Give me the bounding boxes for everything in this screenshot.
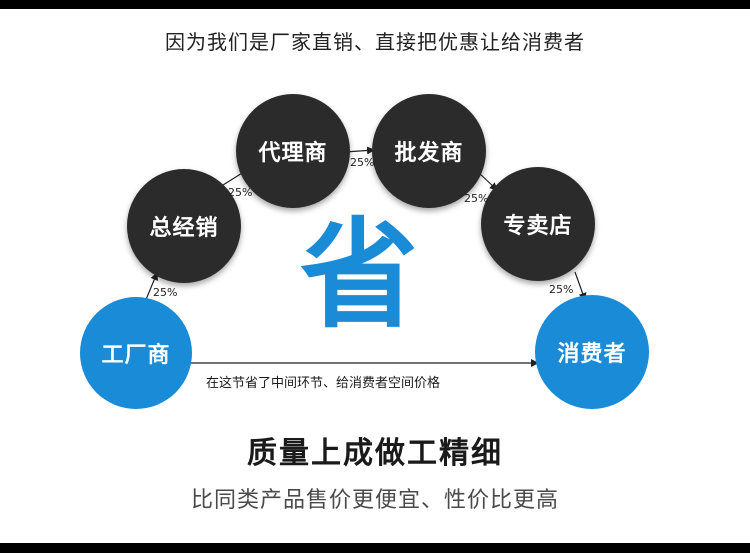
center-save-char: 省 [300,206,419,344]
percent-label-4: 25% [464,192,489,205]
node-consumer: 消费者 [535,295,649,409]
node-agent: 代理商 [236,94,350,208]
node-wholesaler: 批发商 [372,94,486,208]
node-general-distributor: 总经销 [127,169,241,283]
top-black-bar [0,0,750,9]
slogan: 质量上成做工精细 [247,436,503,471]
percent-label-3: 25% [350,156,375,169]
node-store: 专卖店 [481,167,595,281]
bottom-route-note: 在这节省了中间环节、给消费者空间价格 [206,376,441,391]
bottom-black-bar [0,543,750,553]
subslogan: 比同类产品售价更便宜、性价比更高 [190,488,559,513]
percent-label-2: 25% [228,186,253,199]
percent-label-5: 25% [549,283,574,296]
percent-label-1: 25% [153,286,178,299]
headline: 因为我们是厂家直销、直接把优惠让给消费者 [165,30,585,54]
node-factory: 工厂商 [80,297,192,409]
